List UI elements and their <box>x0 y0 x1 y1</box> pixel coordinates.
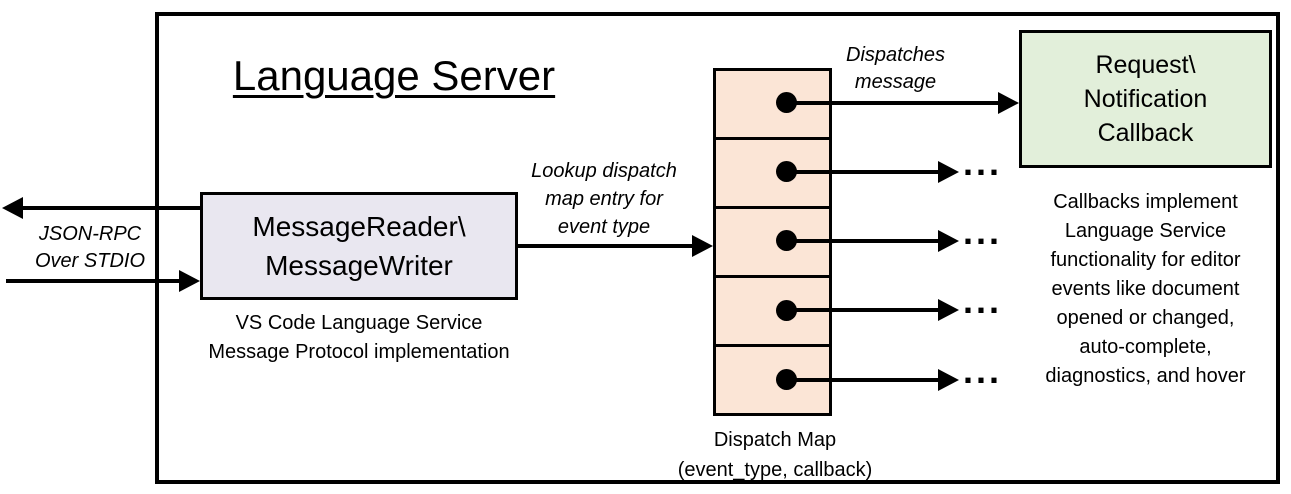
lookup-label-line1: Lookup dispatch <box>531 160 677 182</box>
message-box-line1: MessageReader\ <box>252 211 466 242</box>
more-callbacks-ellipsis: ... <box>963 280 1003 321</box>
message-box-line2: MessageWriter <box>265 250 453 281</box>
json-rpc-label: JSON-RPC Over STDIO <box>20 221 160 275</box>
dispatch-cell <box>716 71 829 140</box>
callback-note-line4: events like document <box>1051 278 1240 300</box>
stdio-out-arrow-line <box>21 206 200 210</box>
arrowhead-left-icon <box>2 197 23 219</box>
dispatches-message-line1: Dispatches <box>846 44 945 66</box>
arrowhead-right-icon <box>938 369 959 391</box>
json-rpc-label-line1: JSON-RPC <box>38 223 142 245</box>
dispatch-cell <box>716 140 829 209</box>
dispatch-arrow-5-line <box>787 378 939 382</box>
message-box-caption-line1: VS Code Language Service <box>235 312 483 334</box>
json-rpc-label-line2: Over STDIO <box>34 250 145 272</box>
message-reader-writer-box: MessageReader\ MessageWriter <box>200 192 518 300</box>
message-box-caption: VS Code Language Service Message Protoco… <box>173 309 545 367</box>
lookup-label-line2: map entry for <box>545 188 663 210</box>
callback-box-line1: Request\ <box>1095 51 1196 79</box>
dispatch-arrow-2-line <box>787 170 939 174</box>
callback-note-line6: auto-complete, <box>1079 336 1212 358</box>
callback-note: Callbacks implement Language Service fun… <box>1014 188 1277 391</box>
more-callbacks-ellipsis: ... <box>963 211 1003 252</box>
dispatch-map-caption-line1: Dispatch Map <box>713 429 837 451</box>
dispatch-map-caption: Dispatch Map (event_type, callback) <box>655 425 895 485</box>
dispatch-cell <box>716 278 829 347</box>
dispatch-entry-dot-icon <box>776 161 797 182</box>
callback-note-line7: diagnostics, and hover <box>1045 365 1246 387</box>
callback-note-line2: Language Service <box>1064 220 1227 242</box>
more-callbacks-ellipsis: ... <box>963 350 1003 391</box>
dispatch-entry-dot-icon <box>776 369 797 390</box>
arrowhead-right-icon <box>179 270 200 292</box>
dispatch-entry-dot-icon <box>776 230 797 251</box>
arrowhead-right-icon <box>692 235 713 257</box>
dispatch-arrow-4-line <box>787 308 939 312</box>
callback-box-line3: Callback <box>1097 119 1194 147</box>
page-title: Language Server <box>232 52 556 99</box>
arrowhead-right-icon <box>938 161 959 183</box>
dispatch-entry-dot-icon <box>776 92 797 113</box>
lookup-arrow-line <box>517 244 693 248</box>
dispatch-map-caption-line2: (event_type, callback) <box>677 459 873 481</box>
request-notification-callback-box: Request\ Notification Callback <box>1019 30 1272 168</box>
arrowhead-right-icon <box>938 230 959 252</box>
more-callbacks-ellipsis: ... <box>963 142 1003 183</box>
stdio-in-arrow-line <box>6 279 180 283</box>
dispatches-message-line2: message <box>854 71 937 93</box>
dispatch-cell <box>716 209 829 278</box>
message-box-caption-line2: Message Protocol implementation <box>208 341 510 363</box>
dispatch-entry-dot-icon <box>776 300 797 321</box>
arrowhead-right-icon <box>938 299 959 321</box>
language-server-box <box>155 12 1280 484</box>
dispatches-message-label: Dispatches message <box>833 42 958 96</box>
dispatch-arrow-3-line <box>787 239 939 243</box>
arrowhead-right-icon <box>998 92 1019 114</box>
callback-note-line1: Callbacks implement <box>1053 191 1238 213</box>
lookup-label-line3: event type <box>557 216 651 238</box>
callback-box-line2: Notification <box>1083 85 1208 113</box>
dispatch-arrow-1-line <box>787 101 999 105</box>
lookup-label: Lookup dispatch map entry for event type <box>518 157 690 241</box>
callback-note-line3: functionality for editor <box>1050 249 1241 271</box>
callback-note-line5: opened or changed, <box>1056 307 1235 329</box>
